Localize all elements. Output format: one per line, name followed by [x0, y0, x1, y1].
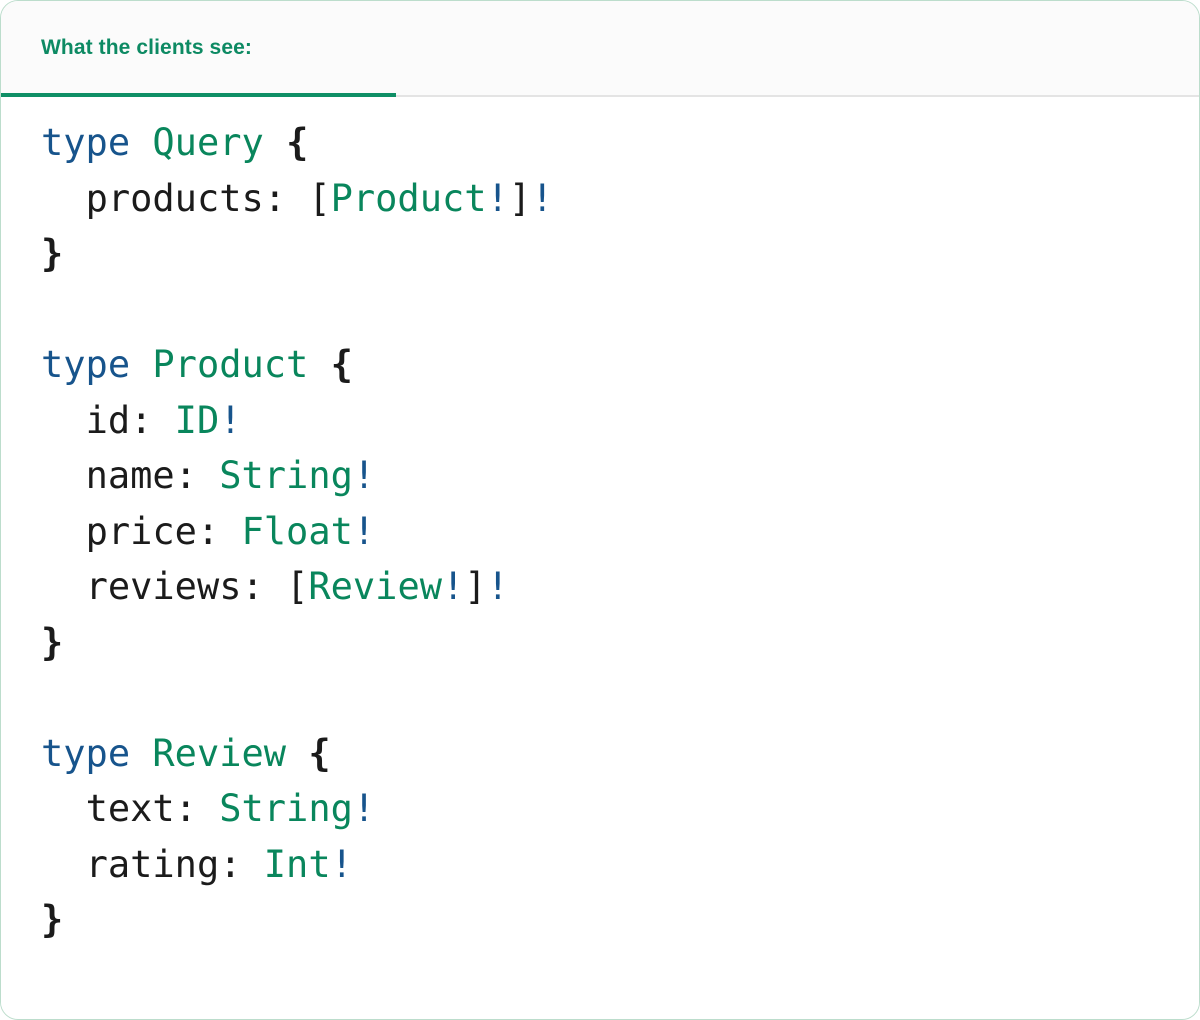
code-token-non-null-bang: ! [352, 787, 376, 830]
code-line: type Review { [41, 726, 1159, 782]
code-line: products: [Product!]! [41, 171, 1159, 227]
code-token-punctuation: [ [308, 176, 331, 220]
code-token-brace: { [330, 343, 353, 386]
code-line: rating: Int! [41, 837, 1159, 893]
code-line: type Query { [41, 115, 1159, 171]
tab-what-the-clients-see[interactable]: What the clients see: [1, 1, 396, 97]
code-lines: type Query { products: [Product!]!}​type… [41, 115, 1159, 948]
code-line: id: ID! [41, 393, 1159, 449]
code-token-non-null-bang: ! [352, 454, 376, 497]
code-token-type-name: String [219, 454, 353, 497]
code-token-punctuation [264, 121, 286, 164]
code-token-brace: } [41, 620, 64, 664]
code-token-type-name: Query [152, 121, 264, 164]
code-token-punctuation [130, 121, 152, 164]
code-token-non-null-bang: ! [352, 509, 376, 553]
code-line: } [41, 226, 1159, 282]
code-token-punctuation [219, 510, 241, 553]
code-pane: type Query { products: [Product!]!}​type… [1, 97, 1199, 1017]
code-line: } [41, 892, 1159, 948]
code-token-punctuation [152, 399, 174, 442]
code-token-brace: { [286, 121, 309, 164]
code-token-punctuation [197, 787, 219, 830]
code-token-type-name: String [219, 787, 353, 830]
code-token-punctuation [130, 732, 152, 775]
code-token-punctuation [286, 732, 308, 775]
code-token-field-name: name: [85, 454, 197, 497]
code-line: ​ [41, 282, 1159, 338]
code-token-type-name: Review [308, 565, 442, 608]
code-token-punctuation [242, 843, 264, 886]
code-token-brace: } [41, 232, 64, 275]
code-token-punctuation: ] [508, 176, 532, 220]
code-line: ​ [41, 670, 1159, 726]
code-token-type-name: ID [174, 398, 220, 442]
code-token-type-name: Product [330, 176, 487, 220]
code-token-field-name: products: [85, 176, 287, 220]
code-line: } [41, 615, 1159, 671]
code-token-keyword: type [41, 121, 131, 164]
code-token-punctuation [130, 343, 152, 386]
code-token-punctuation: ] [464, 565, 487, 608]
code-token-punctuation [286, 177, 308, 220]
code-token-non-null-bang: ! [486, 176, 509, 220]
code-token-field-name: reviews: [85, 565, 264, 608]
code-token-non-null-bang: ! [486, 565, 509, 608]
code-token-type-name: Product [152, 343, 309, 386]
code-token-field-name: rating: [85, 842, 242, 886]
code-token-type-name: Review [152, 731, 287, 775]
code-token-punctuation: [ [286, 565, 309, 608]
code-token-punctuation [308, 343, 330, 386]
code-line: name: String! [41, 448, 1159, 504]
code-token-keyword: type [41, 731, 131, 775]
code-line: text: String! [41, 781, 1159, 837]
tab-label: What the clients see: [41, 35, 252, 59]
code-line: reviews: [Review!]! [41, 559, 1159, 615]
code-token-type-name: Int [263, 842, 331, 886]
code-token-non-null-bang: ! [531, 176, 554, 220]
code-line: price: Float! [41, 504, 1159, 560]
code-token-non-null-bang: ! [330, 842, 353, 886]
code-token-punctuation [264, 565, 286, 608]
code-token-field-name: text: [85, 787, 197, 830]
code-token-brace: } [41, 898, 64, 941]
code-line: type Product { [41, 337, 1159, 393]
tab-bar: What the clients see: [1, 1, 1199, 97]
code-token-non-null-bang: ! [219, 398, 242, 442]
code-token-field-name: id: [85, 398, 153, 442]
code-token-brace: { [308, 731, 331, 775]
code-token-keyword: type [41, 343, 131, 386]
code-token-field-name: price: [85, 509, 220, 553]
code-token-type-name: Float [241, 509, 353, 553]
code-token-non-null-bang: ! [442, 565, 465, 608]
graphql-schema-code: type Query { products: [Product!]!}​type… [1, 115, 1199, 948]
code-token-punctuation [197, 454, 219, 497]
